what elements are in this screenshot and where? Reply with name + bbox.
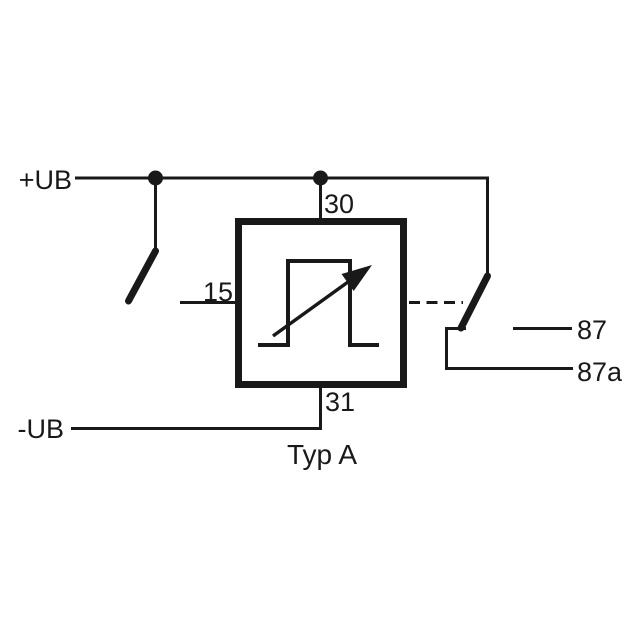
adjustment-arrow-shaft-icon: [271, 280, 350, 338]
relay-box: [235, 218, 407, 388]
terminal-31-and-supply-negative-wire: [71, 385, 322, 430]
adjustment-arrowhead-icon: [341, 265, 372, 291]
terminal-87a-contact-wire: [445, 327, 573, 370]
terminal-30-label: 30: [324, 189, 354, 219]
terminal-31-label: 31: [325, 387, 355, 417]
diagram-title: Typ A: [287, 439, 357, 470]
supply-negative-label: -UB: [18, 414, 65, 444]
terminal-87a-label: 87a: [577, 357, 623, 387]
terminal-15-label: 15: [203, 277, 233, 307]
output-contact-blade: [457, 272, 491, 332]
terminal-87-label: 87: [577, 315, 607, 345]
ignition-switch-blade: [125, 247, 159, 305]
supply-positive-wire: [75, 176, 489, 277]
supply-positive-label: +UB: [19, 165, 72, 195]
pulse-waveform-icon: [258, 259, 379, 347]
